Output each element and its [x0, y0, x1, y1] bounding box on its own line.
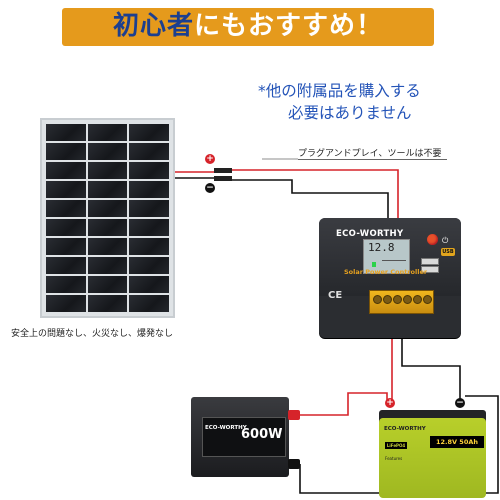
- ce-mark: CE: [328, 290, 343, 301]
- usb-port: [421, 258, 439, 265]
- inverter-label-panel: [202, 417, 286, 457]
- solar-cell: [46, 257, 86, 274]
- solar-cell: [46, 124, 86, 141]
- solar-panel: [40, 118, 175, 318]
- accessory-note-line1: *他の附属品を購入する: [258, 82, 421, 100]
- headline-banner: [62, 8, 434, 46]
- battery-spec: 12.8V 50Ah: [430, 436, 484, 448]
- terminal-screw: [423, 295, 432, 304]
- accessory-note: *他の附属品を購入する 必要はありません: [258, 80, 498, 124]
- terminal-screw: [373, 295, 382, 304]
- solar-cell: [87, 295, 128, 312]
- solar-cell: [129, 143, 169, 160]
- mc4-connector-positive: [214, 168, 232, 173]
- headline-highlight: 初心者: [112, 11, 194, 41]
- solar-cell: [87, 181, 128, 198]
- lcd-icons: [382, 260, 406, 269]
- solar-cell: [46, 181, 86, 198]
- solar-cell: [87, 162, 128, 179]
- controller-menu-button[interactable]: [427, 234, 438, 245]
- inverter-positive-terminal: [288, 410, 300, 420]
- controller-brand: ECO-WORTHY: [336, 229, 404, 239]
- battery-brand: ECO-WORTHY: [384, 426, 426, 432]
- controller-name: Solar Power Controller: [344, 268, 428, 276]
- terminal-screw: [403, 295, 412, 304]
- battery-type-tag: LiFePO4: [385, 442, 407, 449]
- solar-cell: [129, 219, 169, 236]
- terminal-screw: [383, 295, 392, 304]
- inverter-negative-wire: [299, 395, 499, 494]
- controller-lcd: 12.8: [363, 239, 410, 274]
- solar-panel-cells: [46, 124, 169, 312]
- inverter-brand: ECO-WORTHY: [205, 425, 247, 431]
- usb-ports: [421, 258, 439, 273]
- status-led: [372, 262, 376, 267]
- inverter-rating: 600W: [241, 427, 283, 442]
- mc4-connector-negative: [214, 176, 232, 181]
- headline: 初心者にもおすすめ！: [62, 6, 434, 46]
- solar-cell: [87, 257, 128, 274]
- solar-cell: [46, 219, 86, 236]
- lifepo4-battery: [379, 418, 486, 498]
- solar-cell: [46, 200, 86, 217]
- solar-cell: [46, 162, 86, 179]
- usb-port: [421, 266, 439, 273]
- solar-cell: [129, 181, 169, 198]
- power-icon: ⏻: [442, 236, 449, 245]
- solar-cell: [129, 238, 169, 255]
- safety-caption: 安全上の問題なし、火災なし、爆発なし: [11, 329, 174, 339]
- pv-negative-marker: −: [205, 183, 215, 193]
- solar-cell: [129, 276, 169, 293]
- battery-positive-marker: +: [385, 398, 395, 408]
- solar-cell: [87, 276, 128, 293]
- inverter-positive-wire: [300, 392, 388, 416]
- solar-cell: [129, 295, 169, 312]
- solar-cell: [46, 238, 86, 255]
- inverter-negative-terminal: [288, 459, 300, 469]
- solar-cell: [129, 200, 169, 217]
- solar-cell: [46, 143, 86, 160]
- headline-rest: にもおすすめ！: [194, 11, 384, 41]
- usb-badge: USB: [441, 248, 455, 256]
- battery-negative-wire: [401, 312, 461, 400]
- solar-cell: [129, 124, 169, 141]
- terminal-screw: [413, 295, 422, 304]
- battery-negative-marker: −: [455, 398, 465, 408]
- pv-positive-marker: +: [205, 154, 215, 164]
- solar-cell: [87, 200, 128, 217]
- solar-cell: [129, 162, 169, 179]
- accessory-note-line2: 必要はありません: [288, 104, 412, 122]
- solar-cell: [87, 219, 128, 236]
- solar-cell: [46, 276, 86, 293]
- plug-and-play-caption: プラグアンドプレイ、ツールは不要: [298, 146, 448, 160]
- solar-cell: [87, 238, 128, 255]
- solar-cell: [46, 295, 86, 312]
- battery-features-title: Features: [385, 456, 403, 461]
- terminal-screw: [393, 295, 402, 304]
- solar-cell: [87, 124, 128, 141]
- lcd-reading: 12.8: [368, 241, 395, 254]
- solar-cell: [129, 257, 169, 274]
- solar-cell: [87, 143, 128, 160]
